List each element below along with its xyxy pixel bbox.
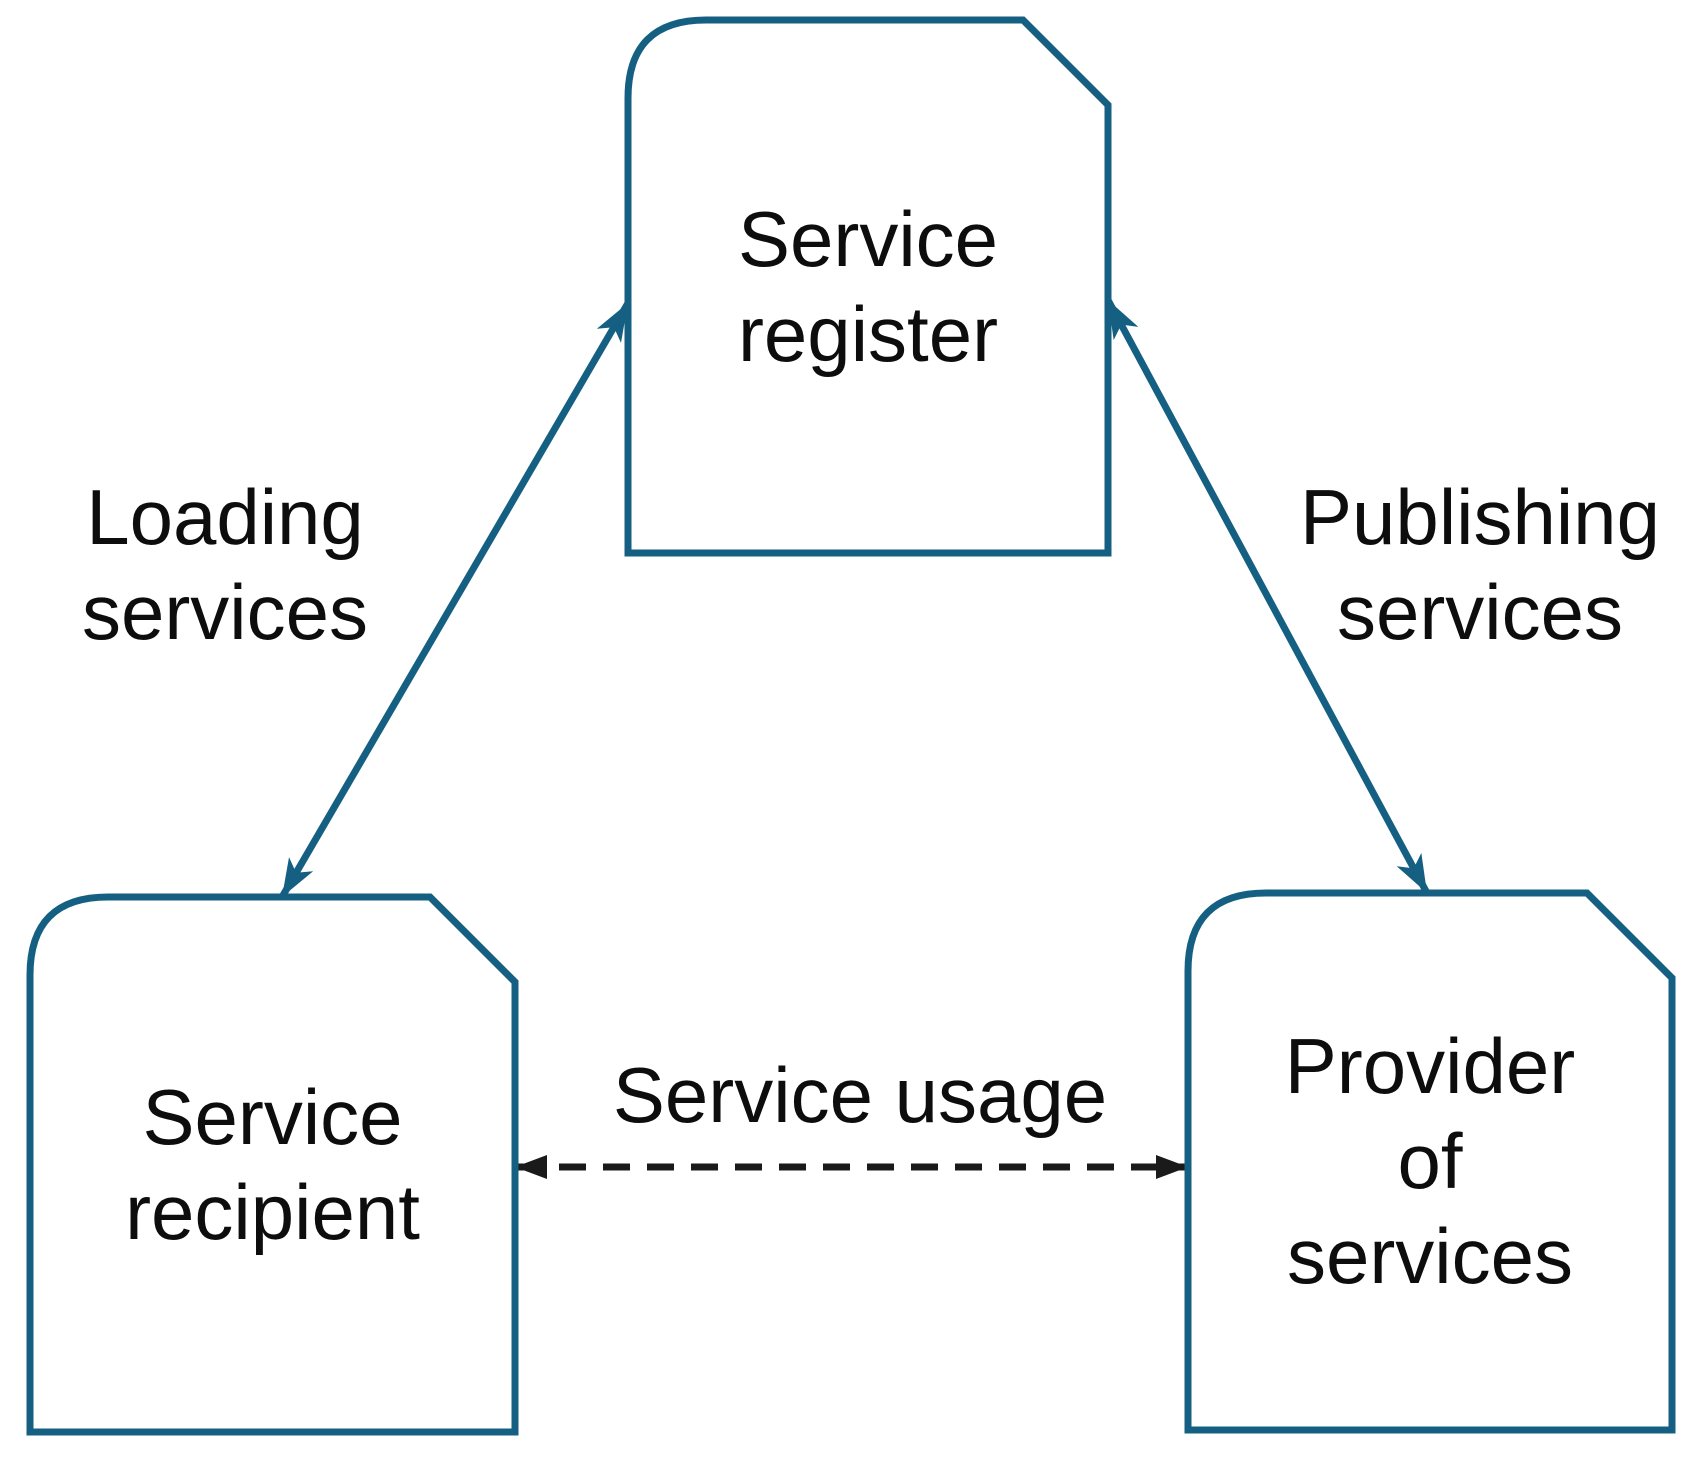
edge-loading-services-label: Loading services: [81, 473, 369, 656]
edge-publishing-services-label: Publishing services: [1300, 473, 1660, 656]
edge-loading-services-arrow: [278, 301, 632, 899]
node-provider-of-services-label: Provider of services: [1284, 1022, 1576, 1300]
edge-service-usage-label: Service usage: [612, 1051, 1108, 1139]
edge-publishing-services-arrow: [1104, 298, 1431, 895]
node-service-recipient-shape: [26, 893, 519, 1436]
node-service-recipient-label: Service recipient: [125, 1072, 420, 1256]
node-service-register-shape: [624, 16, 1112, 557]
node-provider-of-services-shape: [1184, 889, 1676, 1434]
node-service-register-label: Service register: [737, 194, 999, 378]
